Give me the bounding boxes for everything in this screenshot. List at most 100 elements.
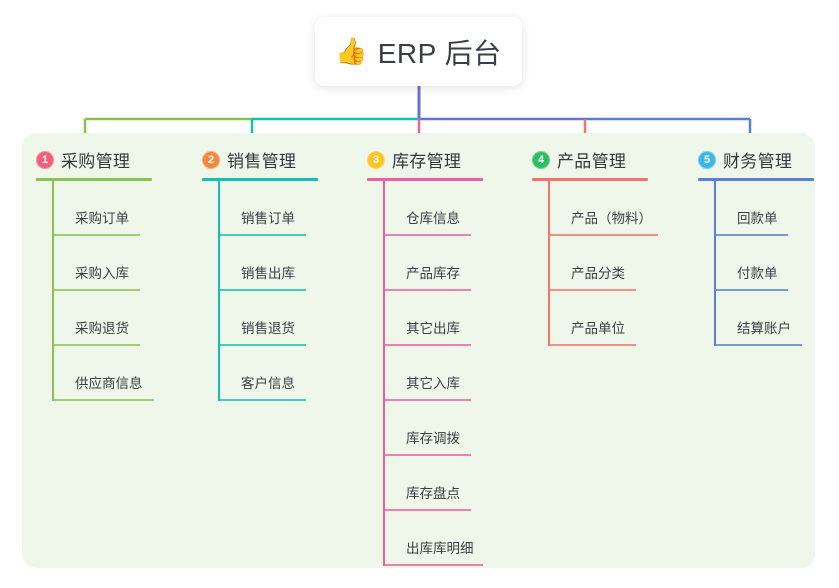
branch-underline [367,178,483,181]
branch-item-list: 产品（物料） 产品分类产品单位 [548,181,658,346]
leaf-node-underline [714,234,788,236]
branch-header-2[interactable]: 2 销售管理 [202,147,318,172]
leaf-node-underline [383,509,471,511]
leaf-node-underline [383,454,471,456]
branch-title: 财务管理 [723,152,793,171]
leaf-node-underline [383,399,471,401]
leaf-node-label: 仓库信息 [406,211,460,226]
leaf-node-label: 供应商信息 [75,376,143,391]
branch-item-list: 采购订单采购入库采购退货供应商信息 [52,181,154,401]
branch-item-list: 销售订单销售出库销售退货客户信息 [218,181,318,401]
leaf-node-label: 产品分类 [571,266,625,281]
branch-number-badge: 4 [532,150,550,169]
leaf-node-label: 库存调拨 [406,431,460,446]
leaf-node-underline [52,289,140,291]
thumbs-up-icon: 👍 [335,35,368,66]
leaf-node[interactable]: 产品库存 [383,236,483,291]
leaf-node[interactable]: 出库库明细 [383,511,483,566]
leaf-node-label: 出库库明细 [406,541,474,556]
leaf-node-underline [714,289,788,291]
leaf-node-label: 客户信息 [241,376,295,391]
leaf-node-underline [383,344,471,346]
branch-number-badge: 5 [698,150,716,169]
branch-header-5[interactable]: 5 财务管理 [698,147,814,172]
leaf-node[interactable]: 产品（物料） [548,181,658,236]
leaf-node-underline [548,289,636,291]
branch-item-list: 回款单付款单结算账户 [714,181,814,346]
leaf-node-underline [218,234,306,236]
branch-column-3: 3 库存管理仓库信息产品库存其它出库其它入库库存调拨库存盘点出库库明细 [367,147,483,566]
leaf-node[interactable]: 供应商信息 [52,346,154,401]
leaf-node[interactable]: 付款单 [714,236,814,291]
leaf-node[interactable]: 产品单位 [548,291,648,346]
leaf-node[interactable]: 采购入库 [52,236,152,291]
branch-header-1[interactable]: 1 采购管理 [36,147,152,172]
leaf-node[interactable]: 结算账户 [714,291,814,346]
leaf-node-underline [218,399,306,401]
leaf-node-underline [548,344,636,346]
branch-spine [218,181,220,401]
branch-spine [714,181,716,346]
branch-spine [52,181,54,401]
leaf-node[interactable]: 采购订单 [52,181,152,236]
branch-header-4[interactable]: 4 产品管理 [532,147,648,172]
leaf-node-underline [383,234,471,236]
root-node-card[interactable]: 👍 ERP 后台 [315,17,522,86]
root-node-label: ERP 后台 [377,37,502,69]
leaf-node-underline [52,399,154,401]
branch-underline [698,178,814,181]
leaf-node[interactable]: 客户信息 [218,346,318,401]
leaf-node-underline [383,289,471,291]
leaf-node-label: 销售订单 [241,211,295,226]
leaf-node-label: 其它入库 [406,376,460,391]
leaf-node-label: 销售退货 [241,321,295,336]
leaf-node[interactable]: 销售订单 [218,181,318,236]
leaf-node[interactable]: 回款单 [714,181,814,236]
leaf-node-underline [383,564,483,566]
branch-item-list: 仓库信息产品库存其它出库其它入库库存调拨库存盘点出库库明细 [383,181,483,566]
branch-number-badge: 3 [367,150,385,169]
leaf-node-label: 其它出库 [406,321,460,336]
branch-title: 销售管理 [227,152,297,171]
leaf-node-label: 回款单 [737,211,778,226]
leaf-node-label: 付款单 [737,266,778,281]
leaf-node-underline [218,289,306,291]
leaf-node-label: 采购订单 [75,211,129,226]
leaf-node[interactable]: 仓库信息 [383,181,483,236]
branch-title: 产品管理 [557,152,627,171]
leaf-node[interactable]: 采购退货 [52,291,152,346]
leaf-node-label: 产品库存 [406,266,460,281]
leaf-node[interactable]: 产品分类 [548,236,648,291]
branch-spine [548,181,550,346]
leaf-node-label: 库存盘点 [406,486,460,501]
leaf-node-underline [714,344,802,346]
leaf-node-underline [548,234,658,236]
branch-spine [383,181,385,566]
leaf-node[interactable]: 库存调拨 [383,401,483,456]
leaf-node[interactable]: 销售退货 [218,291,318,346]
branch-number-badge: 2 [202,150,220,169]
leaf-node-label: 销售出库 [241,266,295,281]
leaf-node-underline [218,344,306,346]
branch-underline [532,178,648,181]
leaf-node[interactable]: 库存盘点 [383,456,483,511]
leaf-node-label: 结算账户 [737,321,791,336]
branch-header-3[interactable]: 3 库存管理 [367,147,483,172]
branch-column-1: 1 采购管理采购订单采购入库采购退货供应商信息 [36,147,154,401]
leaf-node[interactable]: 销售出库 [218,236,318,291]
branch-title: 库存管理 [392,152,462,171]
branch-column-5: 5 财务管理回款单付款单结算账户 [698,147,814,346]
leaf-node-underline [52,234,140,236]
branch-column-4: 4 产品管理产品（物料） 产品分类产品单位 [532,147,658,346]
leaf-node-label: 采购退货 [75,321,129,336]
branch-number-badge: 1 [36,150,54,169]
diagram-panel [22,133,815,568]
branch-title: 采购管理 [61,152,131,171]
leaf-node[interactable]: 其它出库 [383,291,483,346]
leaf-node[interactable]: 其它入库 [383,346,483,401]
branch-underline [202,178,318,181]
leaf-node-label: 产品单位 [571,321,625,336]
leaf-node-label: 产品（物料） [571,211,652,226]
branch-column-2: 2 销售管理销售订单销售出库销售退货客户信息 [202,147,318,401]
